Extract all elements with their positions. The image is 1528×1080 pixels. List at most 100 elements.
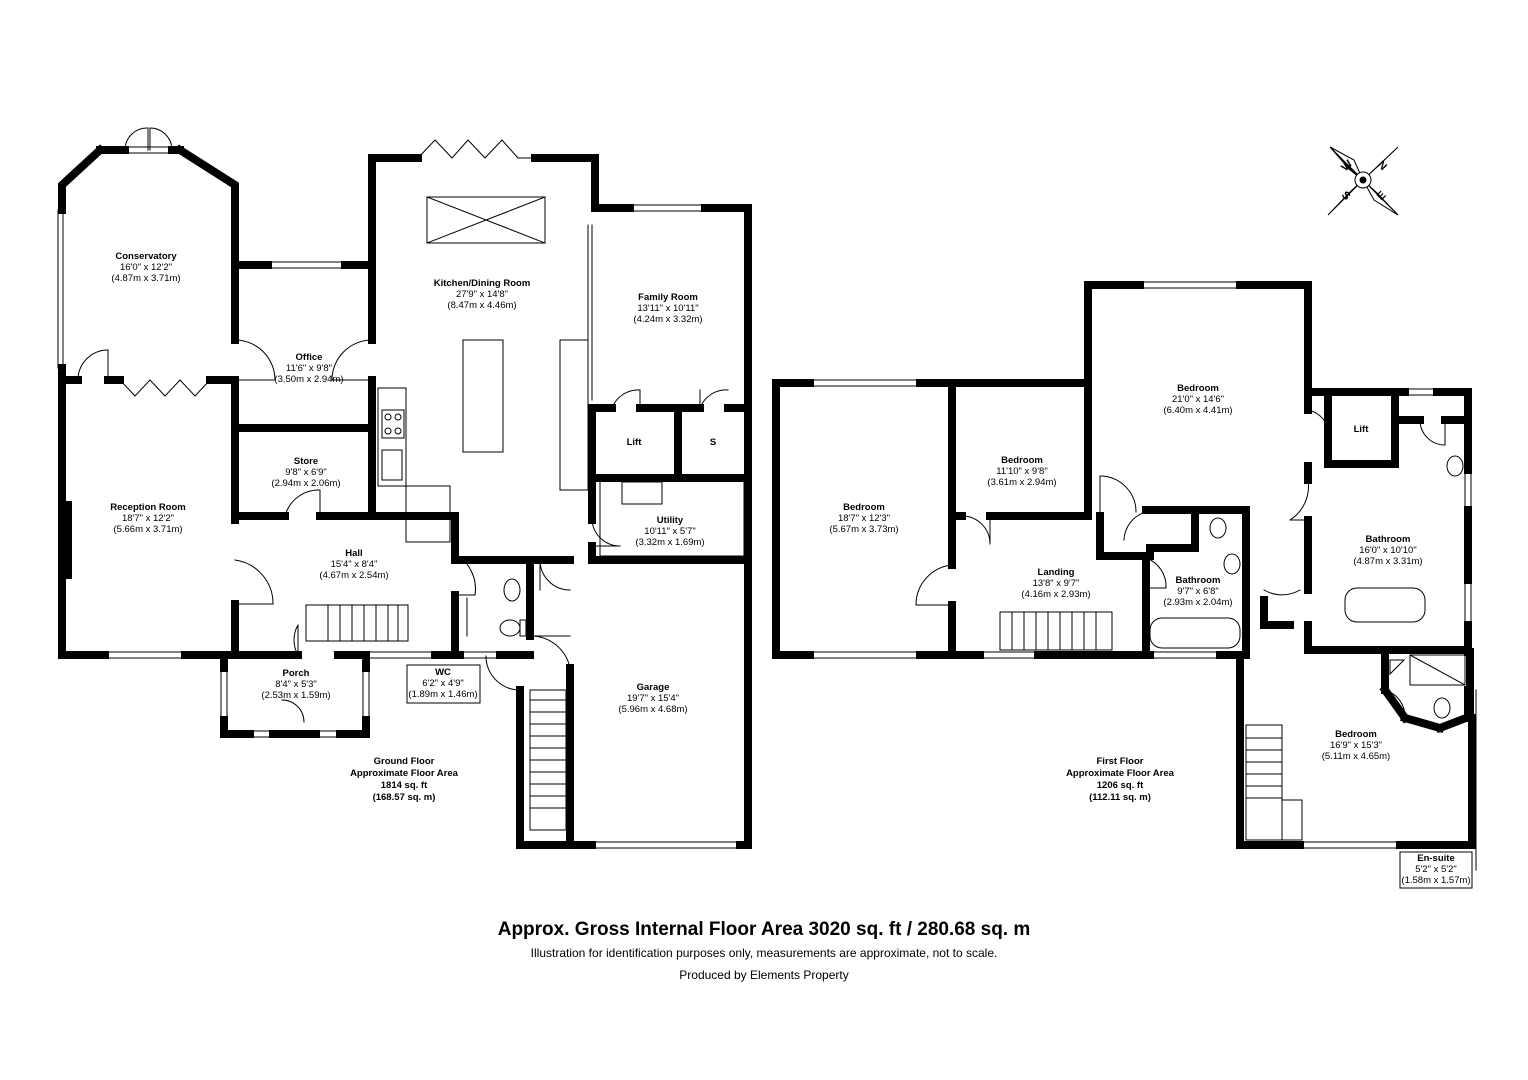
room-dims-imperial: 16'9" x 15'3" (1329, 740, 1383, 752)
room-name: Bedroom (1001, 455, 1043, 466)
room-dims-imperial: 10'11" x 5'7" (644, 526, 696, 538)
room-label-lift-ground: Lift (627, 437, 642, 448)
room-name: S (709, 437, 717, 448)
room-dims-imperial: 18'7" x 12'2" (121, 513, 175, 525)
room-name: Landing (1037, 567, 1075, 578)
room-dims-metric: (2.93m x 2.04m) (1163, 597, 1233, 609)
room-dims-imperial: 9'8" x 6'9" (285, 467, 327, 479)
room-name: Store (293, 456, 319, 467)
room-label-office: Office 11'6" x 9'8" (3.50m x 2.94m) (274, 352, 343, 386)
room-dims-imperial: 19'7" x 15'4" (626, 693, 680, 705)
room-name: En-suite (1417, 853, 1455, 864)
room-dims-metric: (4.16m x 2.93m) (1021, 589, 1091, 601)
room-label-utility: Utility 10'11" x 5'7" (3.32m x 1.69m) (635, 515, 704, 549)
room-dims-metric: (6.40m x 4.41m) (1163, 405, 1233, 417)
ground-floor-windows (57, 127, 745, 849)
room-label-family: Family Room 13'11" x 10'11" (4.24m x 3.3… (633, 292, 702, 326)
room-name: Lift (626, 437, 642, 448)
room-dims-imperial: 16'0" x 12'2" (119, 262, 173, 274)
first-floor-area: First Floor Approximate Floor Area 1206 … (1066, 756, 1174, 804)
room-dims-metric: (2.53m x 1.59m) (261, 690, 331, 702)
room-name: Conservatory (115, 251, 177, 262)
room-label-landing: Landing 13'8" x 9'7" (4.16m x 2.93m) (1021, 567, 1090, 601)
room-dims-metric: (4.24m x 3.32m) (633, 314, 703, 326)
room-dims-imperial: 6'2" x 4'9" (422, 678, 464, 690)
room-dims-imperial: 11'6" x 9'8" (285, 363, 333, 375)
room-dims-metric: (5.96m x 4.68m) (618, 704, 688, 716)
room-name: Reception Room (110, 502, 186, 513)
room-dims-imperial: 27'9" x 14'8" (455, 289, 509, 301)
room-dims-imperial: 15'4" x 8'4" (330, 559, 378, 571)
compass-rose (1327, 146, 1399, 216)
room-dims-metric: (1.58m x 1.57m) (1401, 875, 1471, 887)
room-dims-metric: (5.11m x 4.65m) (1321, 751, 1391, 763)
floor-name: Ground Floor (373, 756, 435, 767)
room-dims-metric: (5.66m x 3.71m) (113, 524, 183, 536)
room-dims-imperial: 11'10" x 9'8" (996, 466, 1048, 478)
room-name: Lift (1353, 424, 1369, 435)
room-dims-imperial: 13'8" x 9'7" (1032, 578, 1080, 590)
room-label-hall: Hall 15'4" x 8'4" (4.67m x 2.54m) (319, 548, 388, 582)
room-name: WC (435, 667, 451, 678)
room-label-bedroom-4: Bedroom 16'9" x 15'3" (5.11m x 4.65m) (1322, 729, 1390, 763)
room-label-reception: Reception Room 18'7" x 12'2" (5.66m x 3.… (110, 502, 185, 536)
first-floor-windows (809, 281, 1477, 889)
floor-area-sqm: (112.11 sq. m) (1089, 791, 1151, 803)
room-label-store: Store 9'8" x 6'9" (2.94m x 2.06m) (271, 456, 340, 490)
room-dims-metric: (4.87m x 3.71m) (111, 273, 181, 285)
room-label-kitchen: Kitchen/Dining Room 27'9" x 14'8" (8.47m… (434, 278, 531, 312)
room-label-wc: WC 6'2" x 4'9" (1.89m x 1.46m) (408, 667, 477, 701)
room-dims-imperial: 16'0" x 10'10" (1359, 545, 1417, 557)
room-name: Bathroom (1365, 534, 1411, 545)
room-label-lift-first: Lift (1354, 424, 1369, 435)
room-label-garage: Garage 19'7" x 15'4" (5.96m x 4.68m) (618, 682, 687, 716)
floor-area-caption: Approximate Floor Area (350, 767, 458, 779)
ground-floor-walls (58, 144, 752, 849)
room-dims-metric: (1.89m x 1.46m) (408, 689, 478, 701)
room-name: Bedroom (1335, 729, 1377, 740)
room-label-bedroom-3: Bedroom 21'0" x 14'6" (6.40m x 4.41m) (1163, 383, 1232, 417)
floor-name: First Floor (1096, 756, 1144, 767)
ground-floor-area: Ground Floor Approximate Floor Area 1814… (350, 756, 458, 804)
room-label-s: S (710, 437, 716, 448)
room-name: Utility (656, 515, 684, 526)
room-dims-metric: (8.47m x 4.46m) (447, 300, 517, 312)
room-dims-metric: (3.32m x 1.69m) (635, 537, 705, 549)
gross-floor-area-title: Approx. Gross Internal Floor Area 3020 s… (497, 919, 1031, 940)
room-label-ensuite: En-suite 5'2" x 5'2" (1.58m x 1.57m) (1401, 853, 1470, 887)
room-dims-metric: (3.61m x 2.94m) (987, 477, 1057, 489)
floor-area-sqft: 1814 sq. ft (380, 779, 428, 791)
producer-credit: Produced by Elements Property (679, 968, 849, 982)
floor-area-sqm: (168.57 sq. m) (372, 791, 436, 803)
floor-area-sqft: 1206 sq. ft (1096, 779, 1144, 791)
room-name: Bedroom (843, 502, 885, 513)
disclaimer-text: Illustration for identification purposes… (530, 946, 998, 960)
room-dims-imperial: 18'7" x 12'3" (837, 513, 891, 525)
room-name: Bedroom (1177, 383, 1219, 394)
room-label-bedroom-1: Bedroom 18'7" x 12'3" (5.67m x 3.73m) (829, 502, 898, 536)
room-dims-metric: (4.67m x 2.54m) (319, 570, 389, 582)
room-name: Hall (345, 548, 363, 559)
floor-area-caption: Approximate Floor Area (1066, 767, 1174, 779)
room-label-porch: Porch 8'4" x 5'3" (2.53m x 1.59m) (261, 668, 330, 702)
room-name: Office (295, 352, 323, 363)
room-dims-metric: (5.67m x 3.73m) (829, 524, 899, 536)
room-dims-metric: (2.94m x 2.06m) (271, 478, 341, 490)
room-name: Garage (636, 682, 670, 693)
room-label-conservatory: Conservatory 16'0" x 12'2" (4.87m x 3.71… (111, 251, 180, 285)
room-dims-imperial: 9'7" x 6'8" (1177, 586, 1219, 598)
room-dims-imperial: 21'0" x 14'6" (1171, 394, 1225, 406)
room-name: Porch (282, 668, 310, 679)
room-name: Kitchen/Dining Room (433, 278, 531, 289)
room-dims-imperial: 8'4" x 5'3" (275, 679, 317, 691)
room-name: Family Room (638, 292, 698, 303)
room-dims-imperial: 13'11" x 10'11" (637, 303, 699, 315)
room-dims-imperial: 5'2" x 5'2" (1415, 864, 1457, 876)
room-name: Bathroom (1175, 575, 1221, 586)
room-label-bathroom-2: Bathroom 16'0" x 10'10" (4.87m x 3.31m) (1353, 534, 1422, 568)
room-dims-metric: (3.50m x 2.94m) (274, 374, 344, 386)
room-label-bathroom-1: Bathroom 9'7" x 6'8" (2.93m x 2.04m) (1163, 575, 1232, 609)
first-floor-walls (772, 281, 1476, 849)
room-dims-metric: (4.87m x 3.31m) (1353, 556, 1423, 568)
